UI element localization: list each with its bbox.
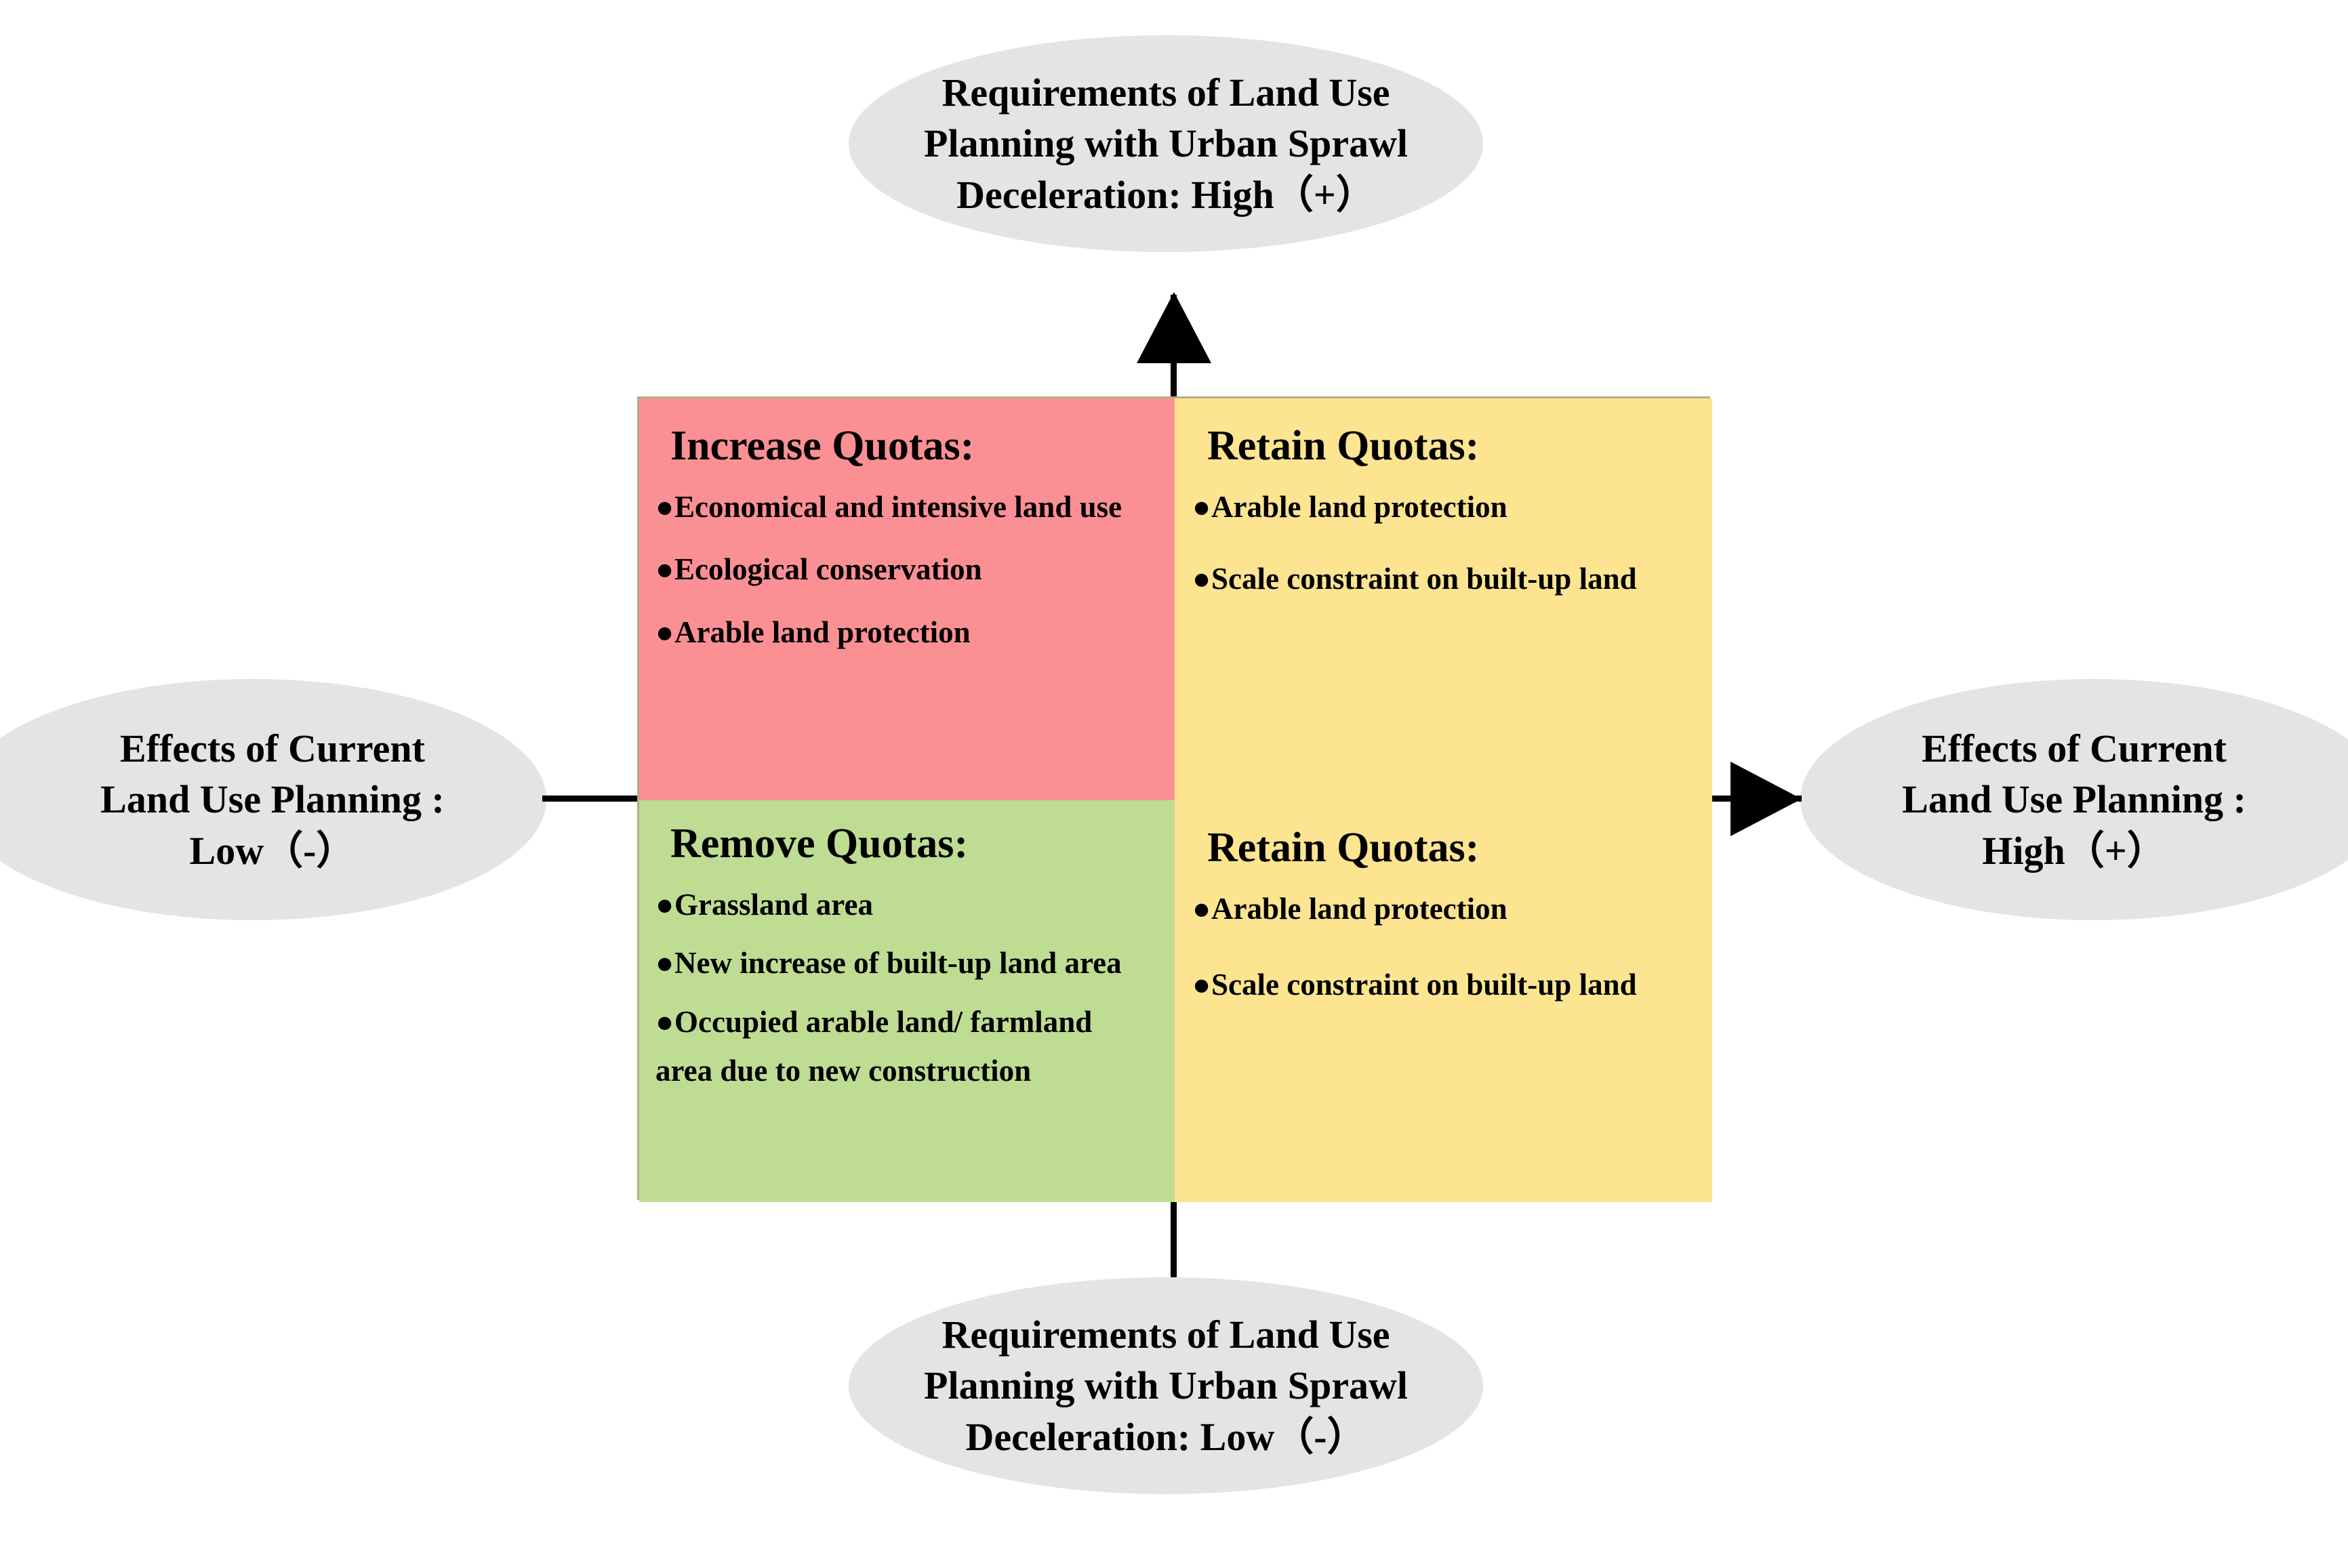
bullet-icon: ● [655, 615, 674, 649]
axis-label-bottom-line3: Deceleration: Low（-） [965, 1414, 1367, 1459]
list-item-label: Scale constraint on built-up land [1211, 562, 1637, 596]
bullet-icon: ● [1192, 490, 1211, 524]
axis-label-right: Effects of Current Land Use Planning : H… [1800, 679, 2348, 920]
quadrant-top-right-list: ●Arable land protection ●Scale constrain… [1192, 489, 1712, 596]
list-item: ●Arable land protection [1192, 891, 1712, 926]
list-item-label: Arable land protection [1211, 892, 1507, 926]
axis-label-bottom: Requirements of Land Use Planning with U… [849, 1277, 1483, 1494]
bullet-icon: ● [1192, 562, 1211, 596]
bullet-icon: ● [655, 888, 674, 922]
list-item: ●Occupied arable land/ farmland area due … [655, 1004, 1175, 1088]
list-item-label: Arable land protection [674, 615, 971, 649]
bullet-icon: ● [1192, 892, 1211, 926]
axis-label-left: Effects of Current Land Use Planning : L… [0, 679, 546, 920]
list-item-label: Grassland area [674, 888, 873, 922]
quadrant-bottom-left: Remove Quotas: ●Grassland area ●New incr… [639, 800, 1175, 1202]
quadrant-bottom-right-title: Retain Quotas: [1207, 825, 1480, 871]
quadrant-bottom-right: Retain Quotas: ●Arable land protection ●… [1175, 800, 1712, 1202]
axis-label-top-line2: Planning with Urban Sprawl [924, 121, 1408, 166]
axis-label-right-line2: Land Use Planning : [1902, 777, 2246, 822]
quadrant-top-right-title: Retain Quotas: [1207, 423, 1480, 469]
list-item: ●Arable land protection [1192, 489, 1712, 524]
axis-label-top: Requirements of Land Use Planning with U… [849, 35, 1483, 252]
axis-label-top-line3: Deceleration: High（+） [956, 172, 1375, 217]
quadrant-top-left: Increase Quotas: ●Economical and intensi… [639, 398, 1175, 800]
list-item: ●Scale constraint on built-up land [1192, 967, 1712, 1002]
list-item-label: Arable land protection [1211, 490, 1507, 524]
axis-label-right-line1: Effects of Current [1922, 726, 2227, 770]
axis-label-left-text: Effects of Current Land Use Planning : L… [61, 723, 445, 876]
list-item-label: Ecological conservation [674, 552, 982, 587]
list-item: ●New increase of built-up land area [655, 945, 1175, 981]
axis-label-top-text: Requirements of Land Use Planning with U… [924, 67, 1408, 220]
quadrant-top-right: Retain Quotas: ●Arable land protection ●… [1175, 398, 1712, 800]
list-item-label-continuation: area due to new construction [655, 1053, 1032, 1088]
bullet-icon: ● [655, 946, 674, 981]
arrow-right-icon [1730, 762, 1802, 836]
list-item-label: Economical and intensive land use [674, 490, 1122, 524]
axis-label-right-text: Effects of Current Land Use Planning : H… [1902, 723, 2286, 876]
bullet-icon: ● [655, 1004, 674, 1039]
bullet-icon: ● [655, 552, 674, 587]
quadrant-top-left-list: ●Economical and intensive land use ●Ecol… [655, 489, 1175, 650]
list-item: ●Grassland area [655, 887, 1175, 922]
quadrant-bottom-left-title: Remove Quotas: [670, 821, 969, 867]
list-item: ●Scale constraint on built-up land [1192, 561, 1712, 596]
quadrant-bottom-left-list: ●Grassland area ●New increase of built-u… [655, 887, 1175, 1088]
axis-label-left-line2: Land Use Planning : [100, 777, 445, 822]
list-item: ●Ecological conservation [655, 552, 1175, 587]
axis-label-bottom-line2: Planning with Urban Sprawl [924, 1363, 1408, 1408]
quadrant-bottom-right-list: ●Arable land protection ●Scale constrain… [1192, 891, 1712, 1002]
axis-label-left-line1: Effects of Current [120, 726, 425, 770]
axis-label-right-line3: High（+） [1982, 828, 2166, 873]
axis-label-left-line3: Low（-） [189, 828, 356, 873]
quadrant-matrix: Increase Quotas: ●Economical and intensi… [637, 396, 1712, 1202]
axis-label-top-line1: Requirements of Land Use [942, 70, 1390, 115]
list-item: ●Arable land protection [655, 615, 1175, 650]
axis-label-bottom-text: Requirements of Land Use Planning with U… [924, 1309, 1408, 1462]
list-item-label: New increase of built-up land area [674, 946, 1122, 981]
bullet-icon: ● [1192, 968, 1211, 1002]
arrow-up-icon [1137, 292, 1211, 363]
list-item: ●Economical and intensive land use [655, 489, 1175, 524]
list-item-label: Occupied arable land/ farmland [674, 1004, 1093, 1039]
bullet-icon: ● [655, 490, 674, 524]
list-item-label: Scale constraint on built-up land [1211, 968, 1637, 1002]
axis-label-bottom-line1: Requirements of Land Use [942, 1312, 1390, 1357]
quadrant-top-left-title: Increase Quotas: [670, 423, 975, 469]
